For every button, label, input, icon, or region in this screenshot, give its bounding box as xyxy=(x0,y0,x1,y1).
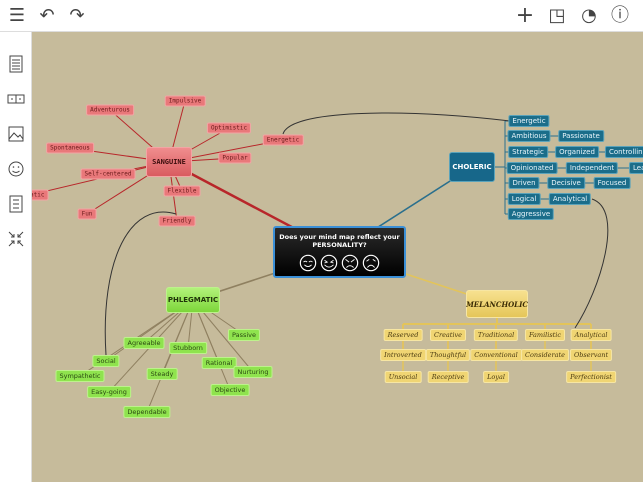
grin-face-icon[interactable] xyxy=(320,254,338,272)
melancholic-subtopic[interactable]: Considerate xyxy=(521,349,569,361)
melancholic-subtopic[interactable]: Perfectionist xyxy=(566,371,616,383)
melancholic-subtopic[interactable]: Observant xyxy=(569,349,613,361)
melancholic-branch xyxy=(403,318,592,377)
plus-icon[interactable]: + xyxy=(515,3,535,28)
sanguine-subtopic[interactable]: Optimistic xyxy=(206,122,252,134)
choleric-subtopic[interactable]: Controlling xyxy=(604,146,643,158)
melancholic-subtopic[interactable]: Traditional xyxy=(473,329,519,341)
choleric-subtopic[interactable]: Energetic xyxy=(508,115,550,127)
phlegmatic-subtopic[interactable]: Passive xyxy=(227,329,261,341)
choleric-subtopic[interactable]: Logical xyxy=(507,193,541,205)
sanguine-subtopic[interactable]: Impulsive xyxy=(164,95,206,107)
relation-arrow-social xyxy=(104,211,177,356)
melancholic-subtopic[interactable]: Familistic xyxy=(524,329,566,341)
choleric-subtopic[interactable]: Organized xyxy=(555,146,599,158)
document-icon[interactable] xyxy=(6,54,26,74)
sanguine-subtopic[interactable]: Spontaneous xyxy=(46,142,94,154)
central-topic-line1: Does your mind map reflect your xyxy=(279,233,400,241)
melancholic-subtopic[interactable]: Loyal xyxy=(483,371,509,383)
melancholic-subtopic[interactable]: Reserved xyxy=(383,329,423,341)
sidebar xyxy=(0,32,32,482)
sanguine-subtopic[interactable]: Fun xyxy=(77,208,97,220)
choleric-subtopic[interactable]: Opinionated xyxy=(506,162,558,174)
choleric-subtopic[interactable]: Decisive xyxy=(547,177,585,189)
menu-icon[interactable]: ☰ xyxy=(8,5,26,26)
central-topic[interactable]: Does your mind map reflect your PERSONAL… xyxy=(273,226,406,278)
melancholic-subtopic[interactable]: Introverted xyxy=(380,349,426,361)
edit-icon[interactable]: ◳ xyxy=(548,5,566,26)
choleric-subtopic[interactable]: Leader xyxy=(628,162,643,174)
choleric-subtopic[interactable]: Independent xyxy=(565,162,619,174)
image-icon[interactable] xyxy=(6,124,26,144)
phlegmatic-subtopic[interactable]: Rational xyxy=(201,357,237,369)
sanguine-subtopic[interactable]: Dramatic xyxy=(32,189,49,201)
melancholic-branch xyxy=(403,318,591,377)
phlegmatic-subtopic[interactable]: Nurturing xyxy=(233,366,273,378)
choleric-subtopic[interactable]: Driven xyxy=(508,177,540,189)
emoji-icon[interactable] xyxy=(6,159,26,179)
melancholic-subtopic[interactable]: Creative xyxy=(429,329,467,341)
melancholic-topic[interactable]: MELANCHOLIC xyxy=(466,290,528,318)
phlegmatic-subtopic[interactable]: Dependable xyxy=(123,406,171,418)
undo-icon[interactable]: ↶ xyxy=(39,5,55,26)
choleric-subtopic[interactable]: Passionate xyxy=(558,130,604,142)
relation-arrow-analytical xyxy=(574,198,609,329)
melancholic-subtopic[interactable]: Receptive xyxy=(427,371,469,383)
phlegmatic-topic[interactable]: PHLEGMATIC xyxy=(166,287,220,313)
sanguine-topic[interactable]: SANGUINE xyxy=(146,147,192,177)
toolbar: ☰ ↶ ↷ + ◳ ◔ ⓘ xyxy=(0,0,643,32)
phlegmatic-subtopic[interactable]: Sympathetic xyxy=(55,370,105,382)
phlegmatic-branch xyxy=(146,299,194,413)
central-topic-line2: PERSONALITY? xyxy=(312,241,367,249)
smile-face-icon[interactable] xyxy=(299,254,317,272)
melancholic-branch xyxy=(403,318,591,377)
sanguine-subtopic[interactable]: Friendly xyxy=(158,215,196,227)
redo-icon[interactable]: ↷ xyxy=(69,5,85,26)
phlegmatic-subtopic[interactable]: Easy-going xyxy=(87,386,131,398)
choleric-topic[interactable]: CHOLERIC xyxy=(449,152,495,182)
phlegmatic-subtopic[interactable]: Steady xyxy=(146,368,178,380)
angry-face-icon[interactable] xyxy=(341,254,359,272)
choleric-subtopic[interactable]: Ambitious xyxy=(507,130,551,142)
sanguine-subtopic[interactable]: Flexible xyxy=(163,185,201,197)
relation-arrow-energetic xyxy=(282,112,511,135)
choleric-subtopic[interactable]: Focused xyxy=(593,177,631,189)
melancholic-subtopic[interactable]: Conventional xyxy=(470,349,522,361)
melancholic-subtopic[interactable]: Unsocial xyxy=(384,371,422,383)
sanguine-subtopic[interactable]: Adventurous xyxy=(86,104,134,116)
phlegmatic-subtopic[interactable]: Agreeable xyxy=(123,337,165,349)
notes-icon[interactable] xyxy=(6,194,26,214)
choleric-subtopic[interactable]: Aggressive xyxy=(507,208,555,220)
sad-face-icon[interactable] xyxy=(362,254,380,272)
phlegmatic-subtopic[interactable]: Objective xyxy=(210,384,250,396)
melancholic-subtopic[interactable]: Thoughtful xyxy=(425,349,471,361)
palette-icon[interactable]: ◔ xyxy=(581,5,597,26)
info-icon[interactable]: ⓘ xyxy=(611,5,629,26)
choleric-subtopic[interactable]: Strategic xyxy=(508,146,548,158)
phlegmatic-branch xyxy=(192,299,231,391)
sanguine-subtopic[interactable]: Popular xyxy=(218,152,252,164)
sanguine-subtopic[interactable]: Energetic xyxy=(262,134,304,146)
sanguine-subtopic[interactable]: Self-centered xyxy=(80,168,136,180)
phlegmatic-subtopic[interactable]: Social xyxy=(92,355,120,367)
phlegmatic-subtopic[interactable]: Stubborn xyxy=(169,342,207,354)
melancholic-subtopic[interactable]: Analytical xyxy=(570,329,612,341)
mind-map-canvas[interactable]: Does your mind map reflect your PERSONAL… xyxy=(32,32,643,482)
link-icon[interactable] xyxy=(6,89,26,109)
collapse-icon[interactable] xyxy=(6,229,26,249)
choleric-subtopic[interactable]: Analytical xyxy=(548,193,592,205)
melancholic-branch xyxy=(402,318,591,377)
